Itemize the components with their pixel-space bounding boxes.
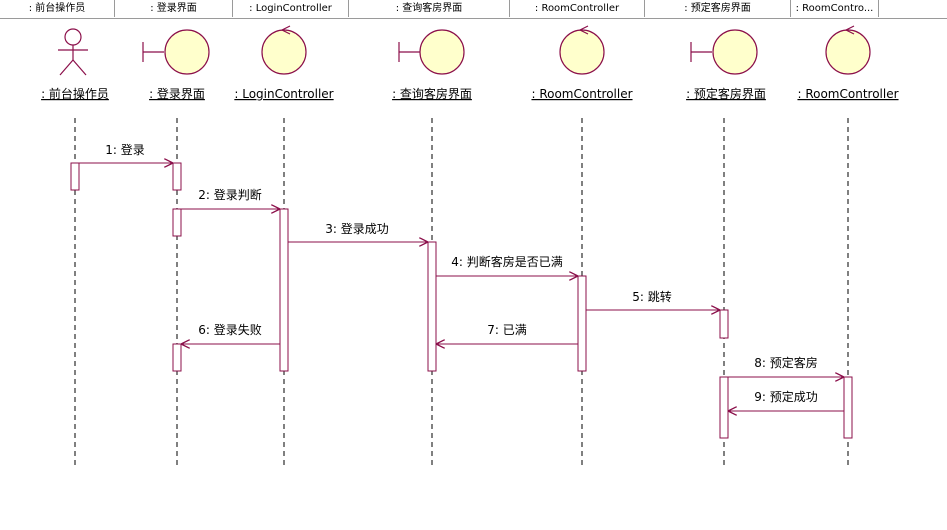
actor-icon[interactable] xyxy=(58,28,88,76)
participant-label-query-room-ui[interactable]: : 查询客房界面 xyxy=(392,86,472,101)
control-icon[interactable] xyxy=(261,25,307,75)
message-label-6[interactable]: 6: 登录失败 xyxy=(198,322,262,337)
activation-bar[interactable] xyxy=(719,309,729,339)
header-cell-login-controller[interactable]: : LoginController xyxy=(233,0,349,17)
participant-label-room-controller-2[interactable]: : RoomController xyxy=(797,87,898,101)
activation-bar[interactable] xyxy=(577,275,587,372)
message-label-7[interactable]: 7: 已满 xyxy=(487,323,527,337)
header-cell-operator[interactable]: : 前台操作员 xyxy=(0,0,115,17)
control-icon[interactable] xyxy=(559,25,605,75)
header-cell-query-room-ui[interactable]: : 查询客房界面 xyxy=(349,0,510,17)
header-cell-room-controller-2[interactable]: : RoomContro... xyxy=(791,0,879,17)
boundary-icon[interactable] xyxy=(398,29,465,75)
message-label-2[interactable]: 2: 登录判断 xyxy=(198,187,262,202)
message-label-1[interactable]: 1: 登录 xyxy=(105,142,145,157)
activation-bar[interactable] xyxy=(172,343,182,372)
participant-header-bar: : 前台操作员 : 登录界面 : LoginController : 查询客房界… xyxy=(0,0,947,19)
activation-bar[interactable] xyxy=(843,376,853,439)
message-label-8[interactable]: 8: 预定客房 xyxy=(754,355,818,370)
boundary-icon[interactable] xyxy=(142,29,210,75)
boundary-icon[interactable] xyxy=(690,29,758,75)
participant-label-operator[interactable]: : 前台操作员 xyxy=(41,86,109,101)
participant-label-room-controller[interactable]: : RoomController xyxy=(531,87,632,101)
participant-label-login-ui[interactable]: : 登录界面 xyxy=(149,86,205,101)
activation-bar[interactable] xyxy=(719,376,729,439)
participant-label-login-controller[interactable]: : LoginController xyxy=(234,87,333,101)
header-cell-reserve-room-ui[interactable]: : 预定客房界面 xyxy=(645,0,791,17)
message-label-4[interactable]: 4: 判断客房是否已满 xyxy=(451,254,563,269)
activation-bar[interactable] xyxy=(172,162,182,191)
activation-bar[interactable] xyxy=(70,162,80,191)
message-label-3[interactable]: 3: 登录成功 xyxy=(325,221,389,236)
header-cell-login-ui[interactable]: : 登录界面 xyxy=(115,0,233,17)
control-icon[interactable] xyxy=(825,25,871,75)
lifelines xyxy=(74,118,849,468)
header-cell-room-controller[interactable]: : RoomController xyxy=(510,0,645,17)
activation-bar[interactable] xyxy=(279,208,289,372)
activation-bar[interactable] xyxy=(427,241,437,372)
participant-label-reserve-room-ui[interactable]: : 预定客房界面 xyxy=(686,86,766,101)
message-label-5[interactable]: 5: 跳转 xyxy=(632,289,672,304)
message-label-9[interactable]: 9: 预定成功 xyxy=(754,389,818,404)
activation-bar[interactable] xyxy=(172,208,182,237)
